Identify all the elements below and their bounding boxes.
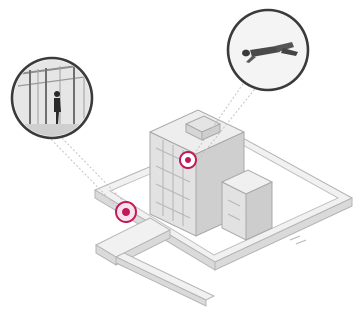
annex-building <box>222 170 272 240</box>
camera-view-right <box>228 10 308 90</box>
sensor-marker-fence <box>116 202 136 222</box>
camera-view-left <box>12 58 92 140</box>
sensor-marker-building <box>180 152 196 168</box>
